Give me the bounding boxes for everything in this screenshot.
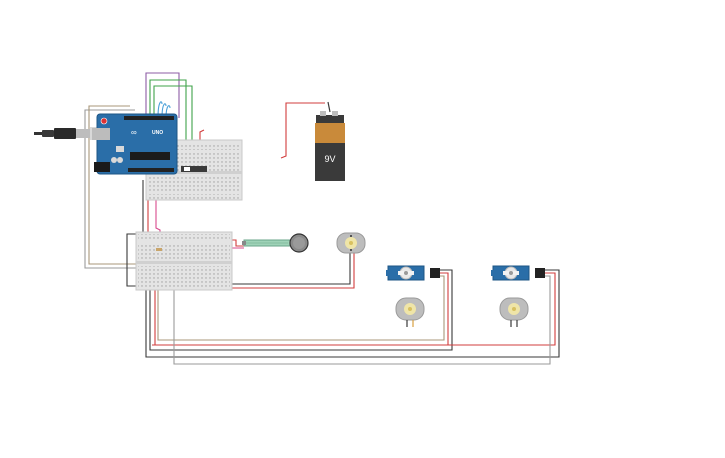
wire-purple-top xyxy=(145,72,180,120)
wire-gray-servo-2 xyxy=(173,275,551,365)
battery-label: 9V xyxy=(324,154,335,164)
arduino-uno[interactable]: ∞ UNO xyxy=(92,113,178,175)
wire-red-servo-2 xyxy=(152,272,556,346)
piezo-buzzer[interactable] xyxy=(289,233,309,253)
servo-2[interactable] xyxy=(491,265,545,281)
wire-black-motor-1 xyxy=(230,250,351,285)
wire-black-down xyxy=(126,180,150,287)
arduino-logo-mark: ∞ xyxy=(131,128,137,137)
dc-motor-1[interactable] xyxy=(336,232,366,254)
flex-sensor[interactable] xyxy=(242,239,291,247)
dc-motor-2[interactable] xyxy=(395,297,425,327)
arduino-model-label: UNO xyxy=(152,130,163,136)
wire-black-servo-2 xyxy=(145,269,560,358)
wire-gray-usb-left xyxy=(84,109,150,269)
wire-tan-usb-left xyxy=(88,105,145,265)
wire-tan-servo-1 xyxy=(157,275,445,341)
wire-red-motor-1 xyxy=(232,250,355,289)
usb-cable xyxy=(34,127,100,140)
dc-motor-3[interactable] xyxy=(499,297,529,327)
battery-9v[interactable]: 9V xyxy=(315,101,345,181)
servo-1[interactable] xyxy=(386,265,440,281)
arduino-logo: ∞ UNO xyxy=(131,128,163,137)
connector-on-breadboard xyxy=(181,166,207,172)
breadboard-lower xyxy=(135,231,233,291)
resistor xyxy=(156,248,162,251)
reset-button xyxy=(100,117,108,125)
wire-black-servo-1 xyxy=(149,269,453,351)
wire-red-battery xyxy=(280,102,325,159)
